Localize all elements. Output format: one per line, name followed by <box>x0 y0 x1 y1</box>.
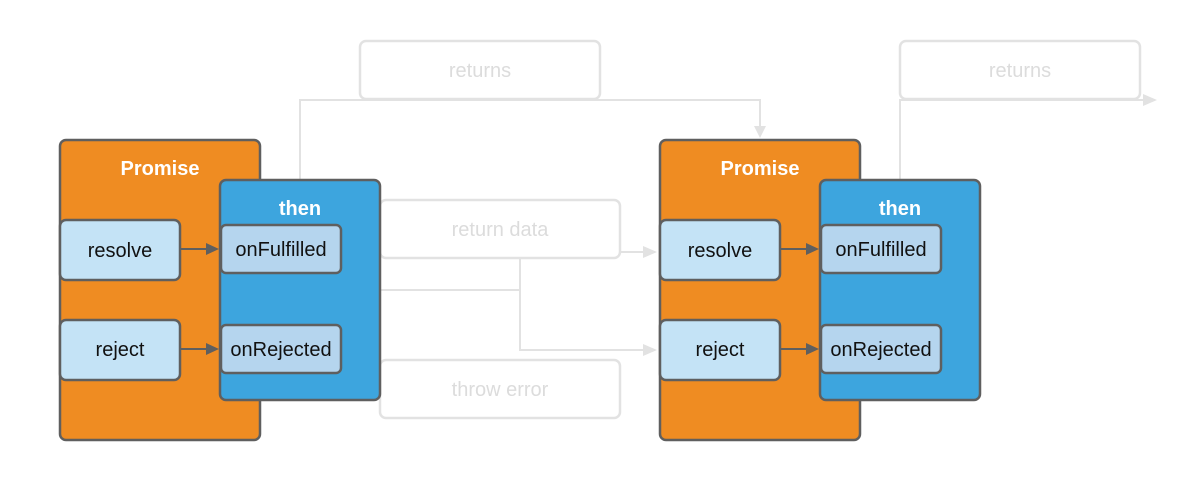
promise-title-2: Promise <box>721 158 800 180</box>
returns-label-1: returns <box>358 39 602 101</box>
promise-title-1: Promise <box>121 158 200 180</box>
resolve-arrowhead-2 <box>806 243 819 255</box>
on-rejected-box-2 <box>819 323 943 375</box>
returns-label-2: returns <box>898 39 1142 101</box>
resolve-label-1: resolve <box>88 240 152 262</box>
on-rejected-label-2: onRejected <box>830 339 931 361</box>
on-fulfilled-label-2: onFulfilled <box>835 239 926 261</box>
throw-error-text: throw error <box>452 379 549 401</box>
on-rejected-label-1: onRejected <box>230 339 331 361</box>
return-data-label: return data <box>378 198 622 260</box>
data-arrowhead <box>643 246 657 258</box>
returns-arrowhead-2 <box>1143 94 1157 106</box>
returns-connector-2 <box>899 99 1145 180</box>
promise-group-2: Promise then resolve reject onFulfilled … <box>658 138 982 442</box>
reject-arrowhead-2 <box>806 343 819 355</box>
returns-text-1: returns <box>449 60 511 82</box>
throw-error-label: throw error <box>378 358 622 420</box>
then-title-1: then <box>279 198 321 220</box>
reject-label-2: reject <box>696 339 745 361</box>
on-fulfilled-label-1: onFulfilled <box>235 239 326 261</box>
resolve-label-2: resolve <box>688 240 752 262</box>
reject-label-1: reject <box>96 339 145 361</box>
then-title-2: then <box>879 198 921 220</box>
error-connector <box>519 290 645 351</box>
on-fulfilled-box-2 <box>819 223 943 275</box>
on-fulfilled-box-1 <box>219 223 343 275</box>
on-rejected-box-1 <box>219 323 343 375</box>
returns-arrowhead-1 <box>754 126 766 138</box>
promise-group-1: Promise then resolve reject onFulfilled … <box>58 138 382 442</box>
error-arrowhead <box>643 344 657 356</box>
resolve-arrowhead-1 <box>206 243 219 255</box>
return-data-text: return data <box>452 219 550 241</box>
reject-arrowhead-1 <box>206 343 219 355</box>
returns-text-2: returns <box>989 60 1051 82</box>
